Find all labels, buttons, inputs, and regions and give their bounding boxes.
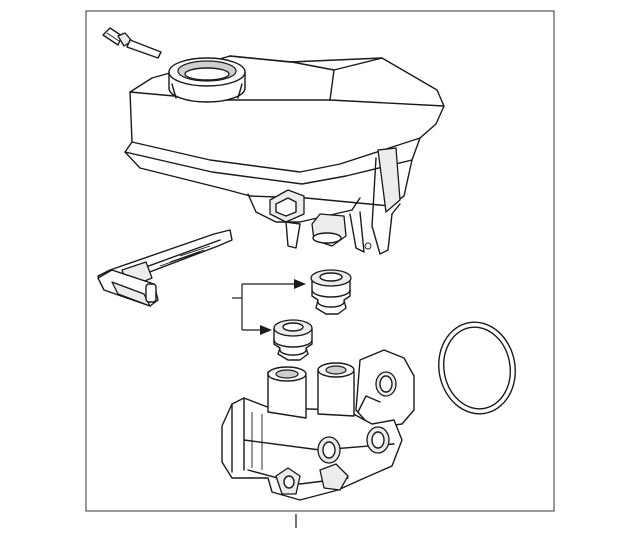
reservoir-grommet-lower[interactable] xyxy=(273,319,313,361)
cap-pin[interactable] xyxy=(102,27,162,59)
diagram-frame xyxy=(85,10,555,512)
master-cylinder-body[interactable] xyxy=(221,349,415,501)
reservoir-grommet-upper[interactable] xyxy=(310,269,352,315)
reservoir-filler-neck[interactable] xyxy=(168,57,246,103)
level-sensor[interactable] xyxy=(97,229,233,307)
callout-bracket xyxy=(232,279,306,335)
seal-ring[interactable] xyxy=(432,316,523,420)
